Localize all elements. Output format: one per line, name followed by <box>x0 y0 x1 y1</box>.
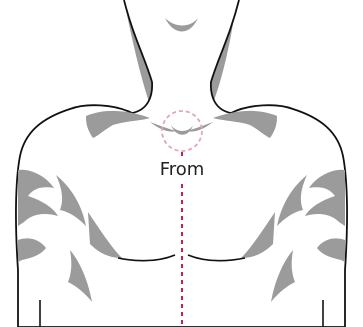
from-label: From <box>148 159 216 181</box>
